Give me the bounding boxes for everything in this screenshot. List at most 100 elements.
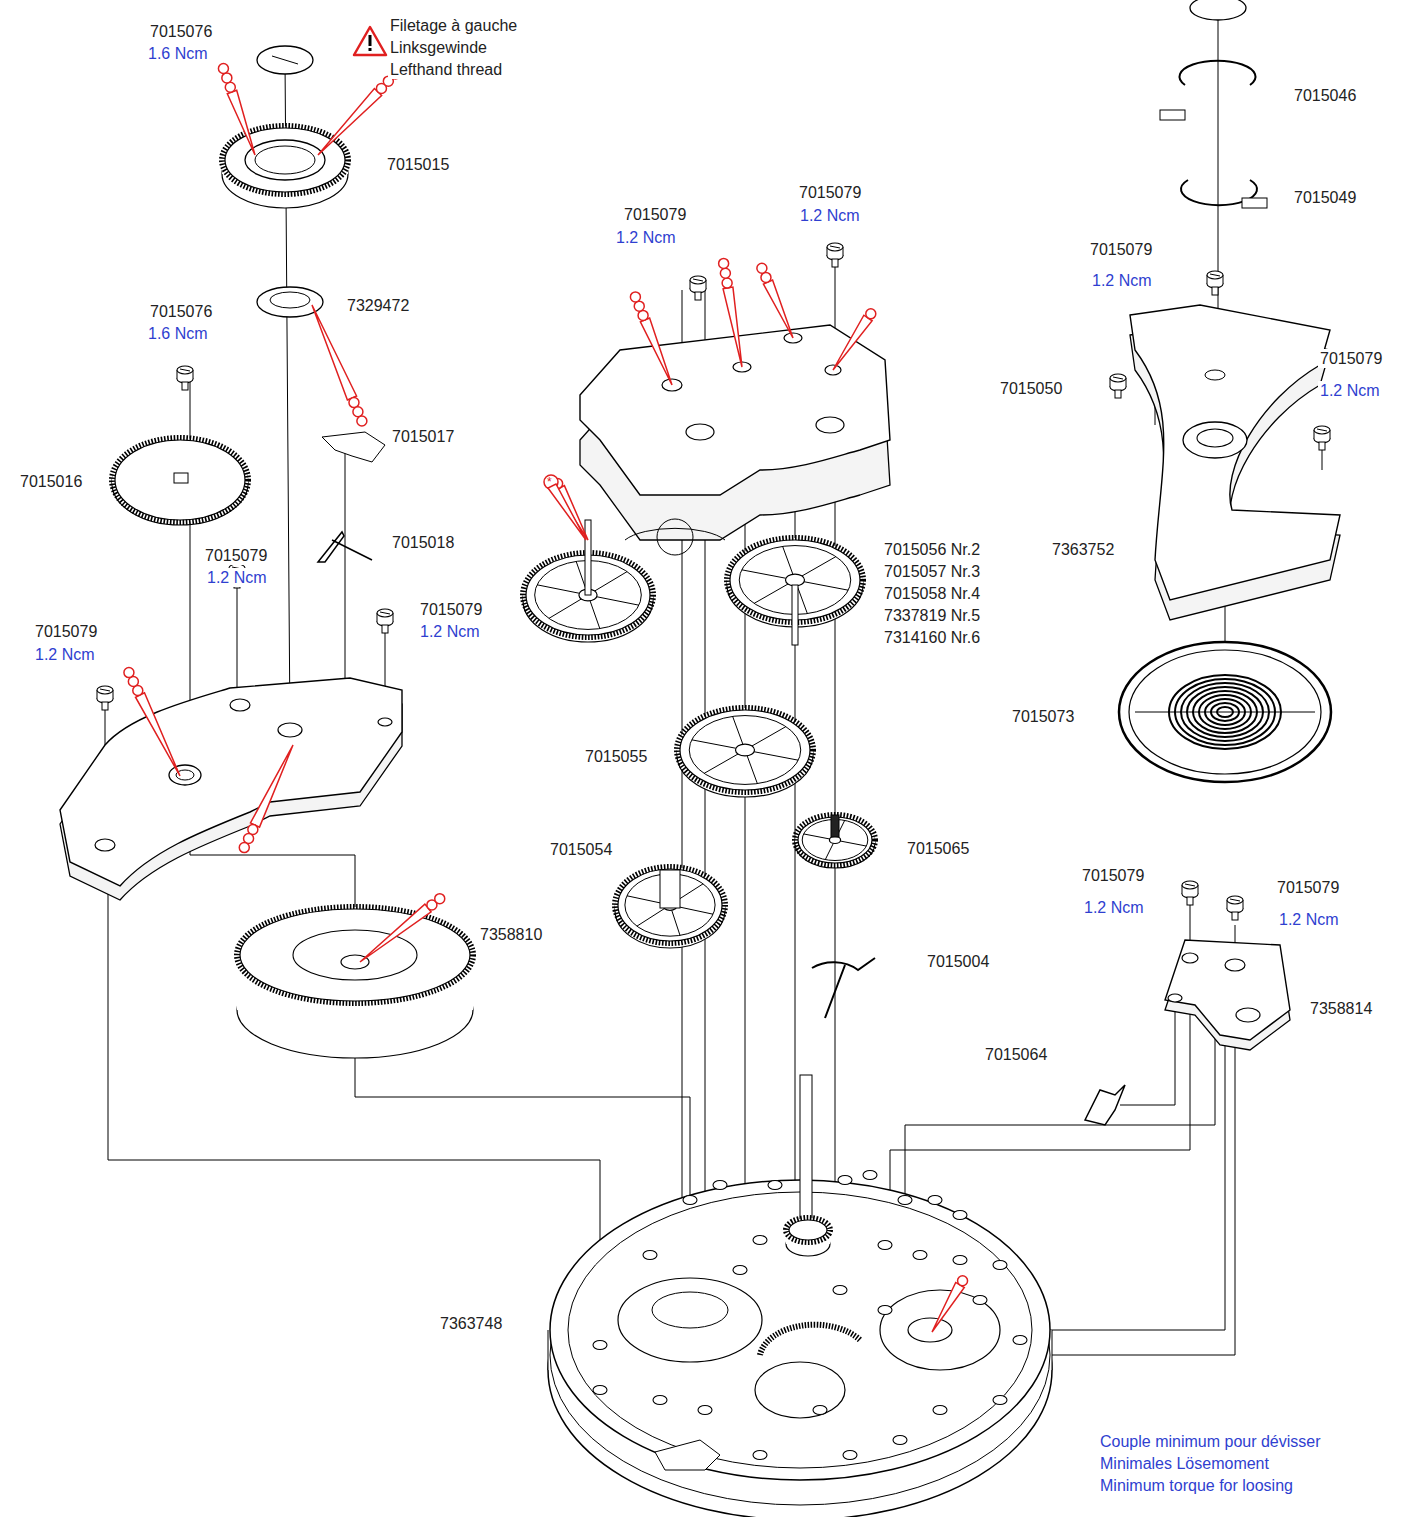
screw-slot [830,246,840,248]
part-number: 7015055 [583,747,649,766]
screw-shank [832,259,838,267]
screw [1110,374,1126,382]
part-number: 7015016 [18,472,84,491]
hole [1236,1008,1260,1022]
torque-value: 1.2 Ncm [614,228,678,247]
wheel-spoke [692,740,736,748]
wheel-spoke [804,582,848,590]
wheel [680,710,810,790]
ratchet-wheel-teeth [112,438,248,522]
screw [1314,426,1330,434]
oil-marker [866,309,876,319]
wheel-spoke [537,585,579,593]
screw-shank [382,625,388,633]
hole [813,1406,827,1415]
hole [686,424,714,440]
torque-value: 1.2 Ncm [798,206,862,225]
screw [177,366,193,374]
part-number: 7358814 [1308,999,1374,1018]
screw [377,609,393,617]
wheel-spoke [802,557,836,576]
wheel-spoke [595,572,627,591]
wheel-teeth [677,708,813,792]
torque-value: 1.2 Ncm [1318,381,1382,400]
hole [913,1251,927,1260]
wheel-spoke [783,546,793,574]
warning-note: Filetage à gauche [388,16,519,35]
barrel-recess [618,1278,762,1362]
hole [898,1196,912,1205]
jewel [169,765,201,785]
hole [1225,959,1245,971]
part-number: 7015054 [548,840,614,859]
torque-note: Couple minimum pour dévisser [1098,1432,1323,1451]
screw-shank [1232,912,1238,920]
torque-value: 1.2 Ncm [418,622,482,641]
hole [933,1406,947,1415]
barrel [240,909,470,1001]
ring-tab [1242,198,1267,208]
part-number: 7015015 [385,155,451,174]
hole [863,1171,877,1180]
hole [1182,953,1198,963]
hole [230,699,250,711]
hole [653,1396,667,1405]
wheel-spoke [627,896,663,904]
oil-marker [722,278,732,288]
barrel-bridge [60,678,402,886]
pinion-teeth [786,1218,830,1242]
washer [257,287,323,317]
part-number: 7015076 [148,22,214,41]
balance-rim [1129,650,1321,774]
screw-slot [1210,274,1220,276]
part-number: 7015076 [148,302,214,321]
torque-value: 1.6 Ncm [146,44,210,63]
part-number: 7314160 Nr.6 [882,628,982,647]
escape-wheel-hub [829,837,840,844]
oil-marker [250,745,293,827]
escape-wheel-spoke [840,841,866,846]
torque-value: 1.2 Ncm [1090,271,1154,290]
torque-value: 1.2 Ncm [1277,910,1341,929]
part-number: 7329472 [345,296,411,315]
oil-marker [222,73,232,83]
oil-marker [239,843,249,853]
hole [278,723,302,737]
screw [690,276,706,284]
spring [812,958,875,1018]
part-number: 7363752 [1050,540,1116,559]
torque-note: Minimum torque for loosing [1098,1476,1295,1495]
screw [1227,896,1243,904]
balance-cap [1190,0,1246,20]
wheel-spoke [637,909,664,927]
ring [1180,61,1256,85]
oil-marker [548,484,586,540]
hole [683,1196,697,1205]
balance-wheel [1119,642,1331,782]
part-number: 7015073 [1010,707,1076,726]
ratchet-wheel [115,440,245,520]
hole [753,1451,767,1460]
wheel-spoke [742,570,786,578]
barrel-cover [293,930,417,980]
main-plate-rim [568,1192,1032,1468]
wheel-spoke [549,599,581,618]
click [322,432,385,462]
screw-slot [1317,429,1327,431]
oil-marker [757,263,767,273]
oil-marker [318,89,382,155]
screw [97,686,113,694]
hole [878,1241,892,1250]
assembly-line [1120,1000,1175,1105]
hole [643,1251,657,1260]
part-number: 7015018 [390,533,456,552]
click-spring [318,532,372,562]
part-number: 7015058 Nr.4 [882,584,982,603]
hole [993,1261,1007,1270]
oil-symbol: * [547,473,552,492]
hole [378,718,392,726]
pinion [660,870,680,908]
crown-wheel [225,128,345,192]
